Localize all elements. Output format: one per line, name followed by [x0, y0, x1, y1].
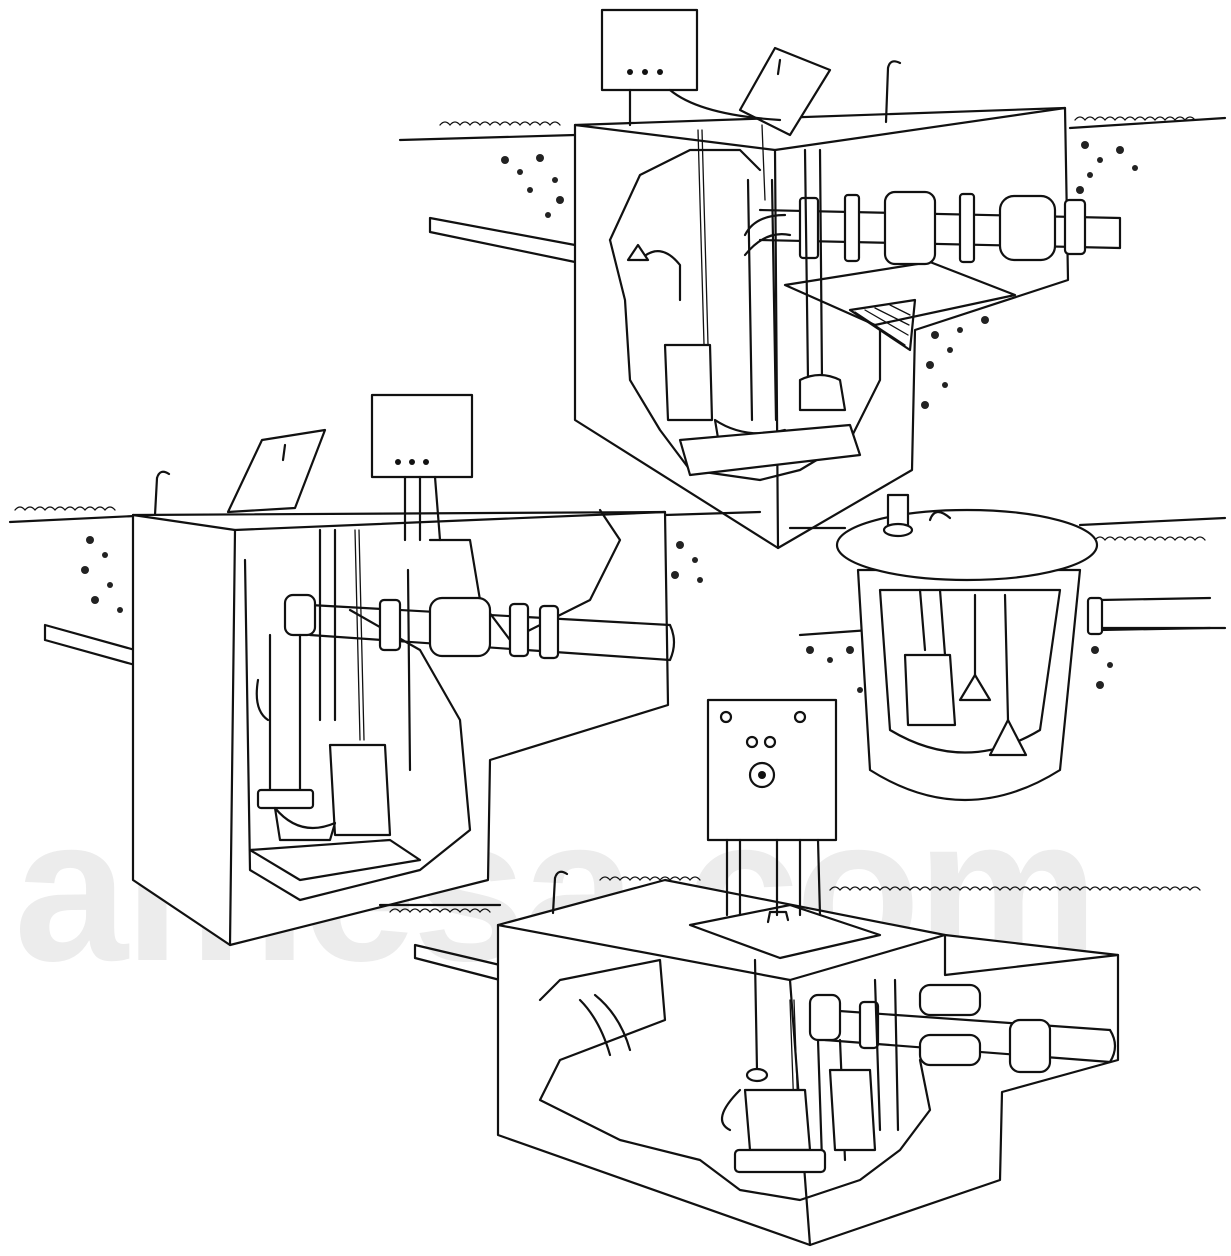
cylindrical-basin — [788, 493, 1227, 801]
duplex-station-top — [398, 8, 1227, 550]
simplex-station-left — [8, 393, 762, 947]
duplex-station-bottom — [378, 698, 1201, 1247]
